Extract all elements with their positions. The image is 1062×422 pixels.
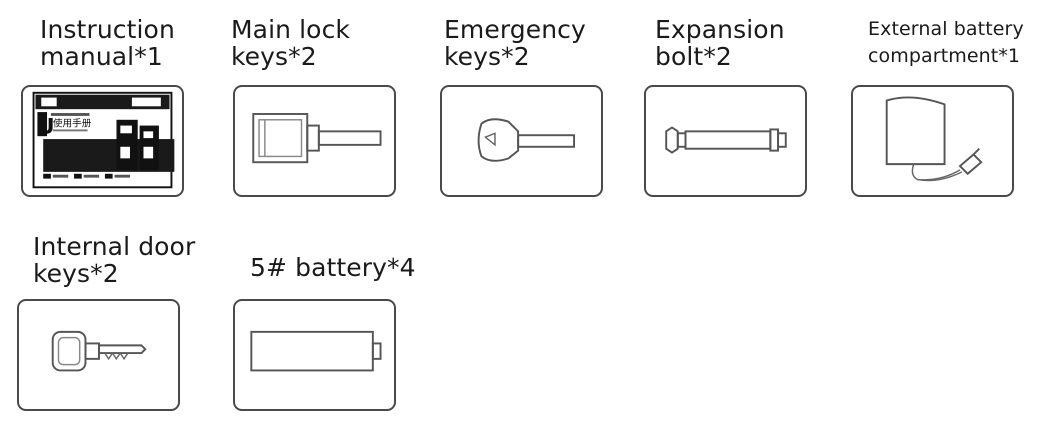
- manual-brand-letter: U: [37, 114, 54, 139]
- item-label-line2: compartment*1: [868, 45, 1021, 67]
- internal-door-key-icon: [51, 330, 147, 372]
- item-label-internal-door-keys: Internal door keys*2: [33, 233, 195, 287]
- item-label-line2: manual*1: [40, 42, 163, 71]
- item-box-main-lock-keys: [233, 85, 396, 197]
- item-box-internal-door-keys: [17, 299, 180, 411]
- expansion-bolt-icon: [665, 126, 787, 154]
- emergency-key-icon: [477, 118, 576, 162]
- item-label-battery: 5# battery*4: [250, 254, 416, 281]
- item-label-line1: Instruction: [40, 15, 175, 44]
- item-label-line2: keys*2: [444, 42, 530, 71]
- item-label-emergency-keys: Emergency keys*2: [444, 16, 586, 70]
- item-label-line1: Internal door: [33, 232, 196, 261]
- main-lock-key-icon: [252, 113, 382, 164]
- item-label-main-lock-keys: Main lock keys*2: [231, 16, 350, 70]
- manual-title: 使用手册: [53, 118, 92, 130]
- item-box-instruction-manual: U 使用手册: [21, 85, 184, 197]
- battery-icon: [250, 330, 382, 372]
- item-box-external-battery-compartment: [851, 85, 1014, 197]
- item-label-line1: Emergency: [444, 15, 586, 44]
- item-label-expansion-bolt: Expansion bolt*2: [655, 16, 785, 70]
- external-battery-compartment-icon: [885, 96, 983, 182]
- item-box-emergency-keys: [440, 85, 603, 197]
- item-label-line1: Main lock: [231, 15, 350, 44]
- item-label-line1: External battery: [868, 18, 1024, 40]
- item-label-line2: bolt*2: [655, 42, 732, 71]
- item-label-line2: keys*2: [33, 259, 119, 288]
- instruction-manual-icon: U 使用手册: [32, 91, 175, 189]
- item-label-line1: 5# battery*4: [250, 253, 416, 282]
- item-label-external-battery-compartment: External battery compartment*1: [868, 16, 1024, 70]
- item-box-expansion-bolt: [644, 85, 807, 197]
- item-label-line1: Expansion: [655, 15, 785, 44]
- item-box-battery: [233, 299, 396, 411]
- item-label-instruction-manual: Instruction manual*1: [40, 16, 175, 70]
- item-label-line2: keys*2: [231, 42, 317, 71]
